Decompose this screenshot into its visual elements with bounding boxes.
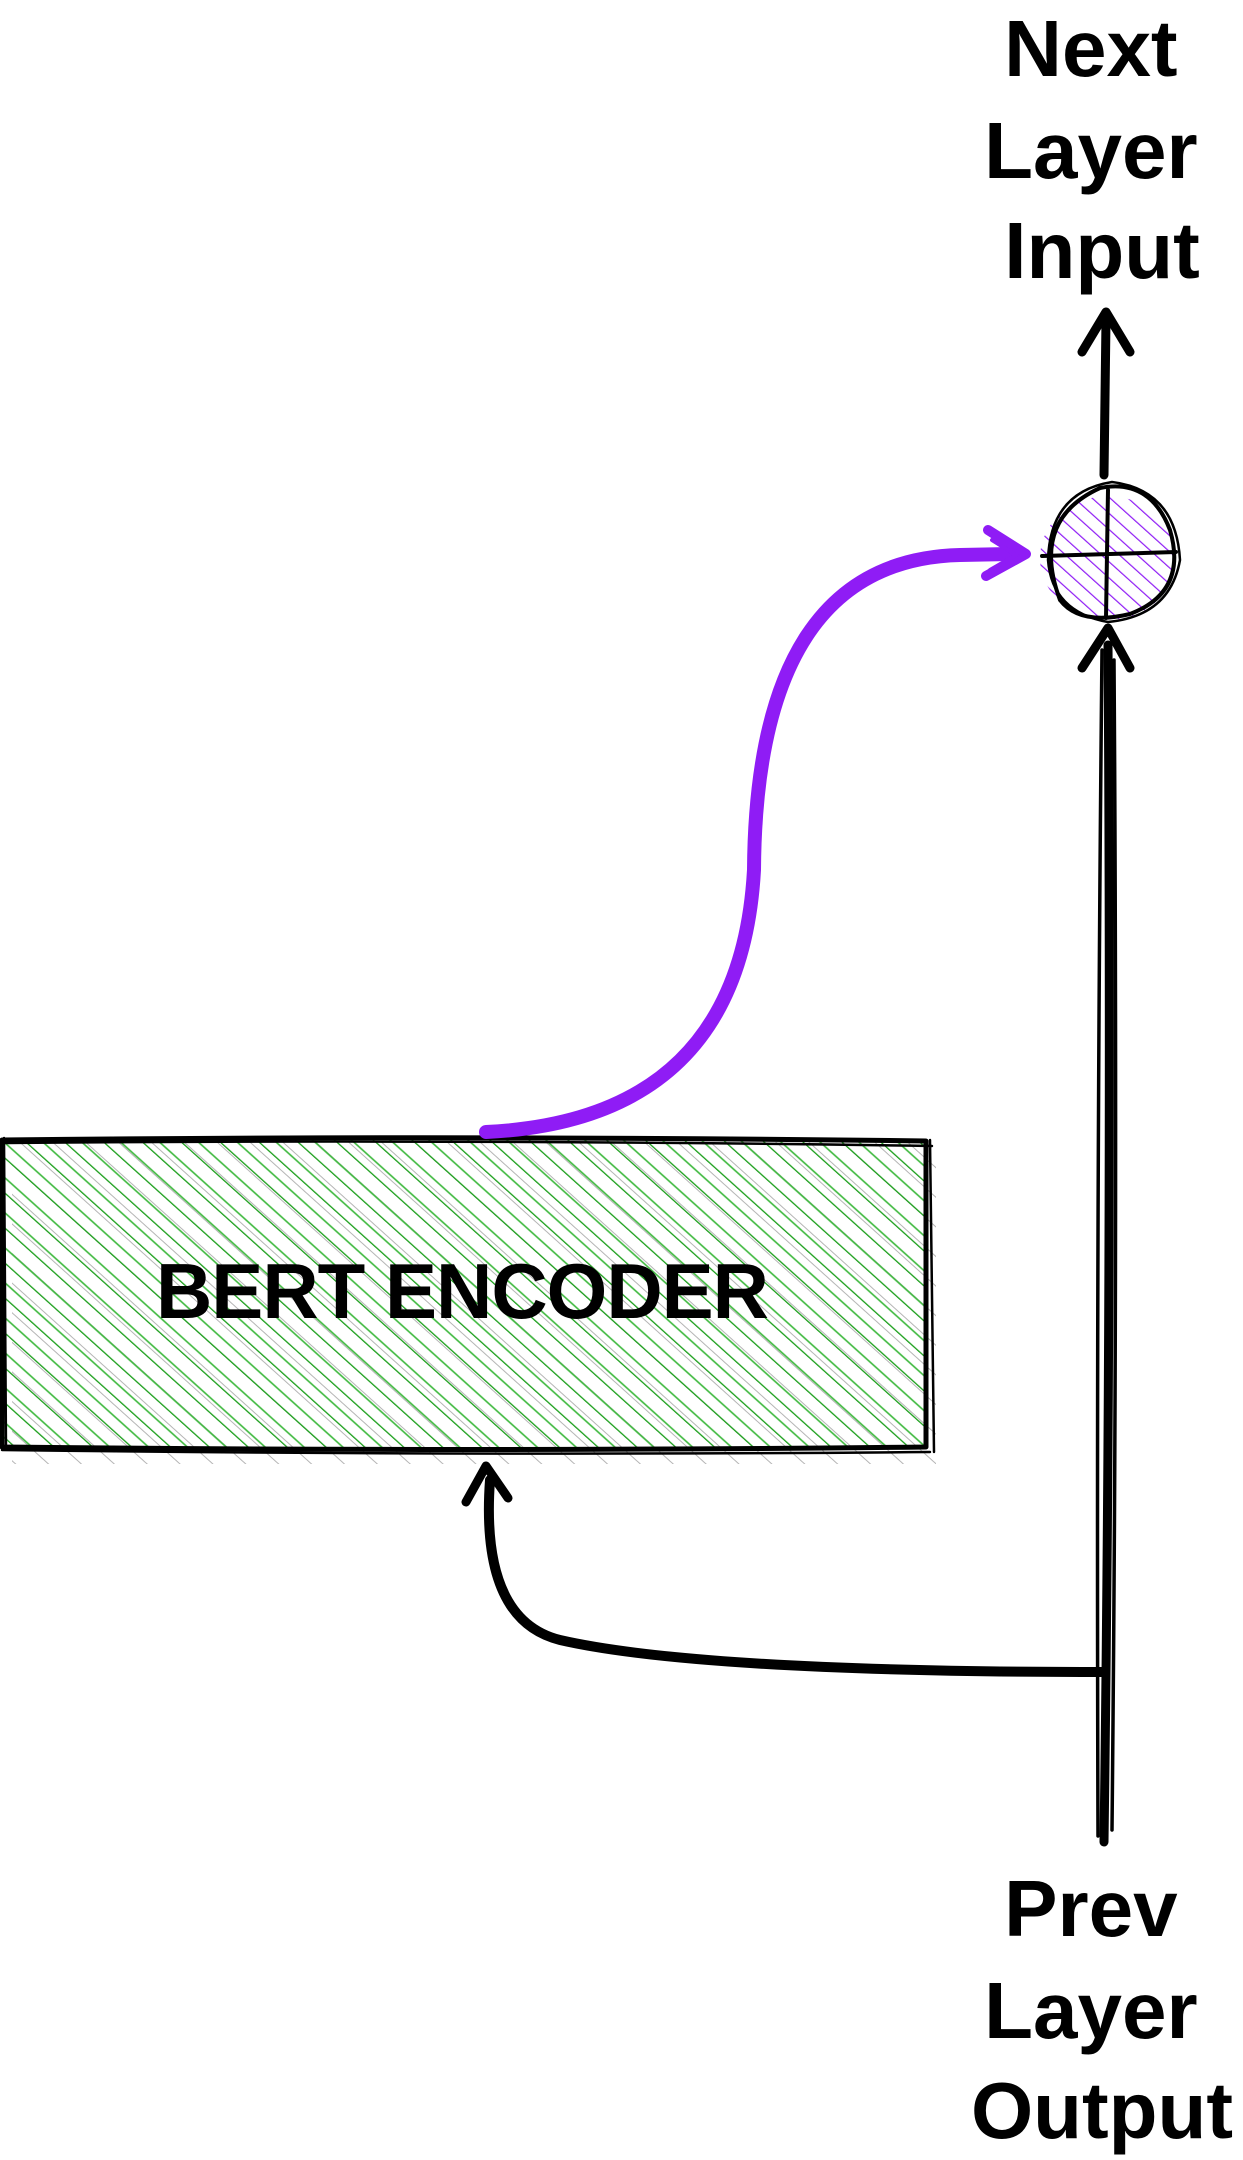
next-layer-input-line-3: Input xyxy=(1004,206,1199,295)
next-layer-input-label: Next Layer Input xyxy=(984,4,1220,295)
output-arrowhead xyxy=(1077,307,1135,357)
sum-node-outline xyxy=(1049,484,1177,620)
encoder-border-sketch xyxy=(0,1136,936,1455)
encoder-input-arrow xyxy=(461,1461,1109,1677)
output-arrow-line xyxy=(1099,315,1111,480)
adapter-arrowhead-sketch xyxy=(988,538,1020,572)
encoder-label: BERT ENCODER xyxy=(156,1247,768,1335)
sum-node-outline-sketch xyxy=(1046,480,1182,624)
prev-layer-output-line-2: Layer xyxy=(984,1966,1197,2055)
next-layer-input-line-2: Layer xyxy=(984,106,1197,195)
encoder-input-arrowhead xyxy=(461,1461,513,1507)
residual-vertical-line xyxy=(1099,640,1114,1847)
adapter-curve xyxy=(479,547,1017,1139)
next-layer-input-line-1: Next xyxy=(1004,4,1177,93)
prev-layer-output-line-3: Output xyxy=(971,2066,1233,2155)
bert-encoder-block: BERT ENCODER xyxy=(0,1135,936,1464)
plus-icon xyxy=(1040,488,1178,620)
residual-vertical-line-sketch xyxy=(1095,648,1118,1838)
prev-layer-output-label: Prev Layer Output xyxy=(971,1864,1233,2155)
encoder-border xyxy=(0,1135,929,1452)
adapter-arrowhead xyxy=(981,525,1031,581)
prev-layer-output-line-1: Prev xyxy=(1004,1864,1178,1953)
residual-arrowhead xyxy=(1077,623,1135,673)
encoder-input-curve xyxy=(483,1475,1109,1677)
residual-path xyxy=(1077,623,1135,1847)
output-arrow xyxy=(1077,307,1135,480)
sum-node xyxy=(1040,480,1182,624)
adapter-arrow xyxy=(479,525,1031,1139)
encoder-fill xyxy=(2,1140,926,1448)
